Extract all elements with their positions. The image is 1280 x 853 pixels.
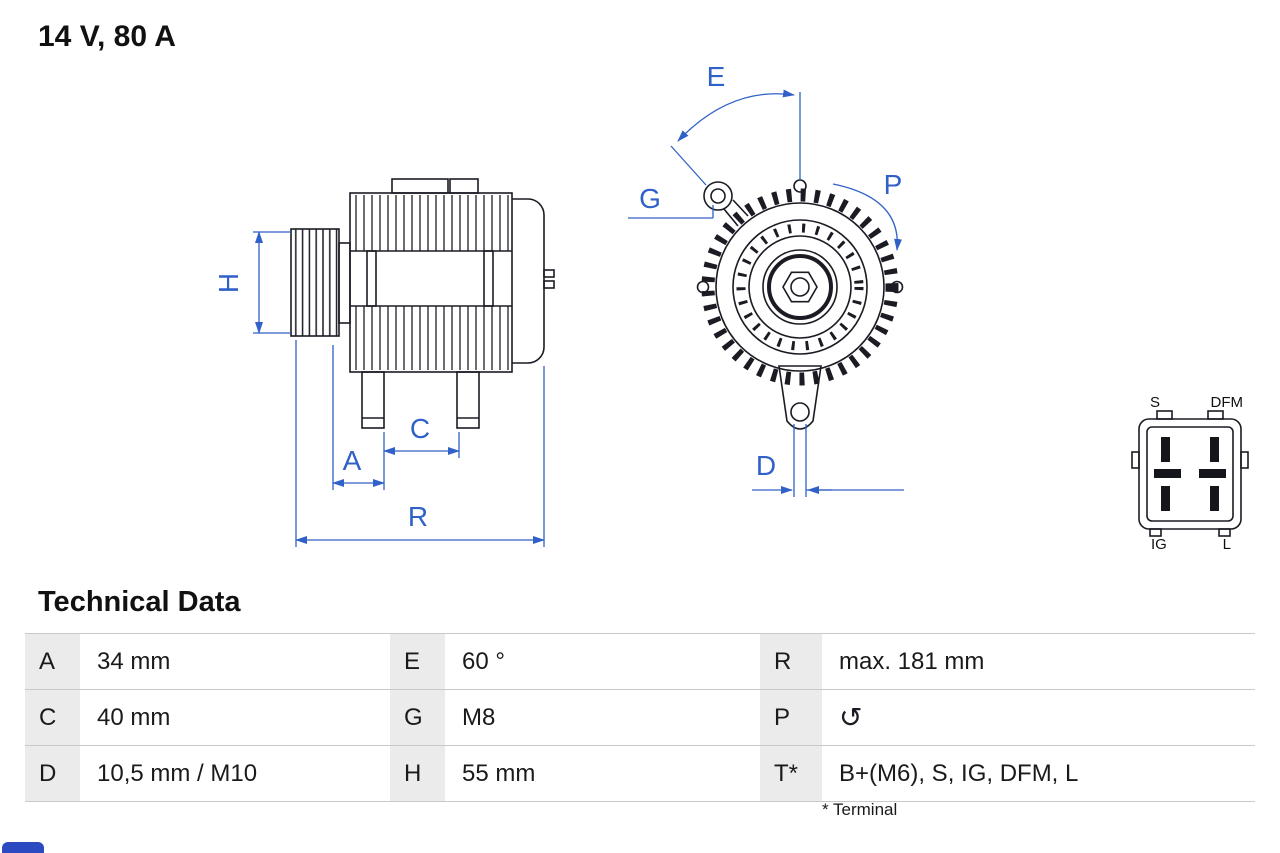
table-value-cell: 10,5 mm / M10 [97,759,258,787]
technical-data-heading: Technical Data [38,586,241,618]
table-key-cell: C [25,690,80,745]
rotation-direction-icon: ↺ [839,700,863,734]
front-view-dimensions [628,89,904,497]
dim-label-a: A [343,445,362,476]
connector-label-s: S [1150,394,1160,411]
connector-pinout [1131,410,1249,537]
dim-label-c: C [410,413,430,444]
mounting-leg-rear [456,371,480,429]
alternator-side-view [290,178,555,429]
table-key-cell: R [760,634,822,689]
pin-s [1161,437,1170,462]
pin-dfm [1210,437,1219,462]
terminal-stud [543,269,555,278]
dim-label-r: R [408,501,428,532]
connector-pins [1154,437,1226,511]
key-slot-right [1199,469,1226,478]
mounting-ear-top [703,181,733,211]
dim-label-p: P [884,169,903,200]
table-key-cell: P [760,690,822,745]
mounting-leg-front [361,371,385,429]
table-value-cell: 40 mm [97,703,171,731]
table-row: A 34 mm E 60 ° R max. 181 mm [25,633,1255,689]
rear-end-cap [512,198,545,364]
dim-label-e: E [707,61,726,92]
side-view-dimensions [253,231,545,547]
table-key-cell: T* [760,746,822,801]
cooling-fins-top [352,195,510,251]
connector-label-ig: IG [1151,536,1167,553]
voltage-amperage-rating: 14 V, 80 A [38,20,176,53]
key-slot-left [1154,469,1181,478]
dim-label-h: H [213,273,244,293]
dim-label-d: D [756,450,776,481]
table-value-cell: 60 ° [462,647,505,675]
table-value-cell: M8 [462,703,496,731]
table-row: C 40 mm G M8 P ↺ [25,689,1255,745]
table-key-cell: E [390,634,445,689]
inner-vent-ring [736,223,864,351]
pin-ig [1161,486,1170,511]
table-row: D 10,5 mm / M10 H 55 mm T* B+(M6), S, IG… [25,745,1255,802]
pin-l [1210,486,1219,511]
terminal-footnote: * Terminal [822,800,898,819]
alternator-technical-drawing: H A C R [213,61,1249,553]
table-key-cell: A [25,634,80,689]
table-key-cell: D [25,746,80,801]
cooling-fins-bottom [352,306,510,370]
alternator-front-view [696,179,904,430]
connector-housing [1138,418,1242,530]
table-value-cell: B+(M6), S, IG, DFM, L [839,759,1079,787]
mounting-boss-bottom [778,365,822,430]
table-key-cell: G [390,690,445,745]
table-value-cell: max. 181 mm [839,647,985,675]
table-key-cell: H [390,746,445,801]
technical-data-table: A 34 mm E 60 ° R max. 181 mm C 40 mm G M… [25,633,1255,802]
pulley-spacer [338,242,351,324]
table-value-cell: 34 mm [97,647,171,675]
connector-label-l: L [1223,536,1231,553]
table-value-cell: 55 mm [462,759,536,787]
table-value-cell: ↺ [822,690,1255,745]
connector-label-dfm: DFM [1211,394,1244,411]
shaft-nut-hex [782,271,818,303]
dim-label-g: G [639,183,661,214]
brand-accent-bar [2,842,44,853]
